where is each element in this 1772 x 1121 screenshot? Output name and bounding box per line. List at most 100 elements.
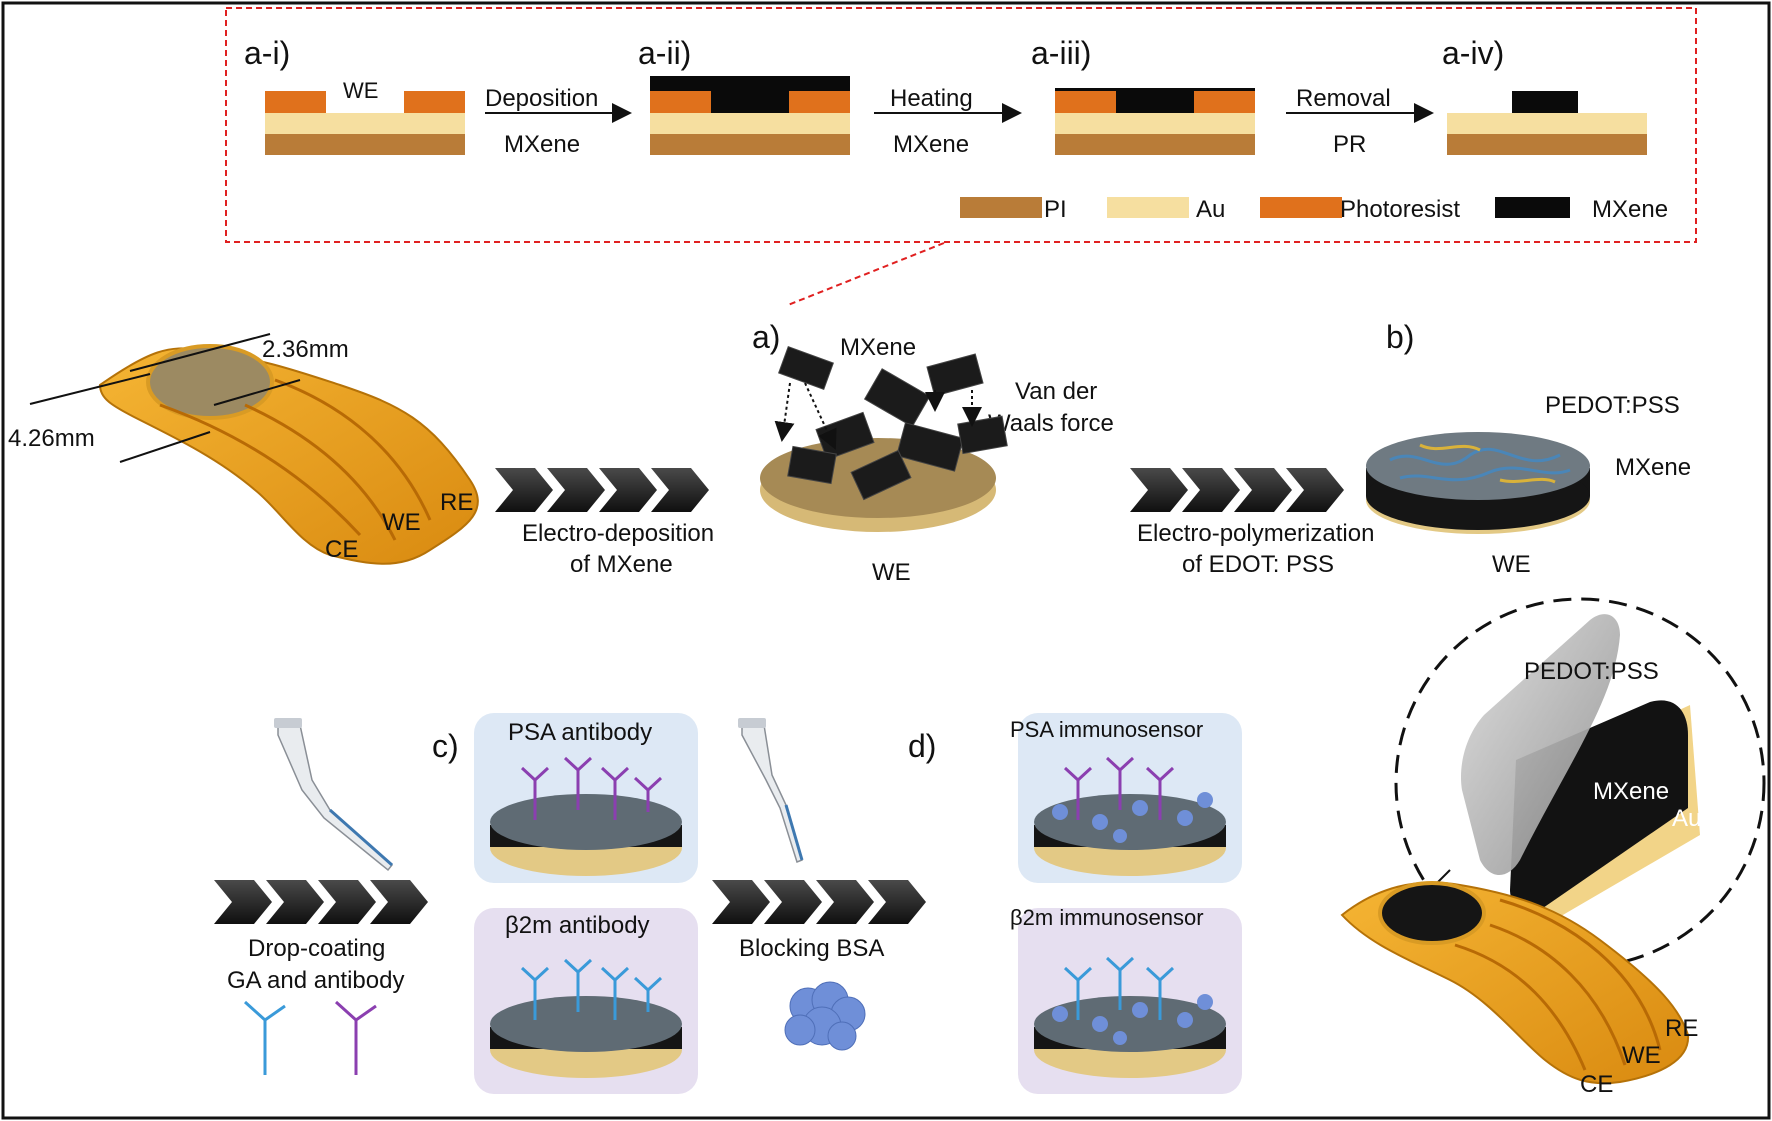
layer-au [650,113,850,134]
panel-a-mxene-label: MXene [840,334,916,361]
panel-b: b) PEDOT:PSS MXene WE [1366,319,1691,578]
layer-pi [1055,134,1255,155]
bsa-dots-top [1052,792,1213,843]
mxene-flakes [778,345,1008,501]
panel-d-bottom-label: β2m immunosensor [1010,905,1204,930]
panel-a: a) MXene Van der Waals force WE [752,319,1114,586]
chevron-arrow-4 [712,880,926,924]
panel-a-we-label: WE [872,559,911,586]
working-electrode-disc [146,344,274,420]
b2m-antibodies-d [1063,956,1175,1020]
step1-line2: of MXene [570,551,673,578]
layer-photoresist-left [265,91,326,113]
label-re: RE [440,489,473,516]
panel-b-we-label: WE [1492,551,1531,578]
chevron-arrow-2 [1130,468,1344,512]
we-opening-label: WE [343,78,378,103]
label-we: WE [382,509,421,536]
arrow-heating: Heating MXene [874,85,1022,158]
panel-b-disc-top [1366,432,1590,500]
arrow-removal: Removal PR [1286,85,1434,158]
legend-swatch-mxene [1495,197,1570,218]
layer-au [1055,113,1255,134]
arrow-deposition-bottom: MXene [504,131,580,158]
legend-swatch-au [1107,197,1189,218]
pedot-fibers [1389,443,1571,484]
device2-mxene-disc [1378,881,1486,945]
panel-d: d) PSA immunosensor β2m immunosensor [908,713,1242,1094]
layer-pi [650,134,850,155]
trace-inner [274,378,432,521]
step-label-a-iii: a-iii) [1031,35,1091,71]
stack-a-i: WE [265,78,465,155]
device2-ce-label: CE [1580,1071,1613,1098]
zoom-mxene-label: MXene [1593,778,1669,805]
layer-pi [265,134,465,155]
arrow-deposition: Deposition MXene [485,85,632,158]
panel-c-top-label: PSA antibody [508,719,652,746]
step-label-a-ii: a-ii) [638,35,691,71]
legend-label-photoresist: Photoresist [1340,196,1460,223]
stack-a-ii [650,76,850,155]
panel-c-label: c) [432,728,459,764]
stack-a-iv [1447,91,1647,155]
layer-photoresist-left [1055,91,1116,113]
electrode-strip: 2.36mm 4.26mm CE WE RE [8,333,479,565]
antibody-icon-psa [334,1000,377,1075]
zoom-au-label: Au [1672,805,1701,832]
legend: PI Au Photoresist MXene [960,196,1668,223]
step2-line1: Electro-polymerization [1137,520,1374,547]
trace-mid [244,403,397,541]
panel-c-bottom-label: β2m antibody [505,912,650,939]
legend-swatch-pi [960,197,1042,218]
dimension-label-b: 4.26mm [8,425,95,452]
panel-a-force-line2: Waals force [988,410,1114,437]
step3-line1: Drop-coating [248,935,385,962]
panel-b-mxene-label: MXene [1615,454,1691,481]
panel-b-pedot-label: PEDOT:PSS [1545,392,1680,419]
arrow-removal-bottom: PR [1333,131,1366,158]
dimension-line-right [213,379,301,406]
legend-swatch-photoresist [1260,197,1342,218]
arrow-deposition-top: Deposition [485,85,598,112]
pipette-icon [274,718,394,872]
legend-label-mxene: MXene [1592,196,1668,223]
panel-c: c) PSA antibody β2m antibody [432,713,698,1094]
chevron-arrow-1 [495,468,709,512]
layer-pi [1447,134,1647,155]
step-label-a-i: a-i) [244,35,290,71]
legend-label-pi: PI [1044,196,1067,223]
stack-a-iii [1055,88,1255,155]
dimension-line-top [129,333,271,372]
layer-mxene-center [1116,91,1194,113]
psa-antibodies [520,756,663,820]
panel-d-label: d) [908,728,936,764]
arrow-removal-top: Removal [1296,85,1391,112]
b2m-antibodies [520,958,663,1020]
dimension-line-bottom [119,431,211,463]
arrow-heating-top: Heating [890,85,973,112]
layer-photoresist-right [789,91,850,113]
step4-line1: Blocking BSA [739,935,884,962]
step2-line2: of EDOT: PSS [1182,551,1334,578]
legend-label-au: Au [1196,196,1225,223]
layer-photoresist-right [1194,91,1255,113]
layer-mxene-patch [1512,91,1578,113]
dimension-label-a: 2.36mm [262,336,349,363]
panel-a-label: a) [752,319,780,355]
pipette-icon-2 [738,718,804,863]
layer-mxene-center [711,91,789,113]
zoom-pedot-label: PEDOT:PSS [1524,658,1659,685]
layer-photoresist-right [404,91,465,113]
panel-a-force-line1: Van der [1015,378,1097,405]
zoom-connector-line [787,242,945,306]
step1-line1: Electro-deposition [522,520,714,547]
step-label-a-iv: a-iv) [1442,35,1504,71]
layer-au [265,113,465,134]
layer-mxene-thin [1055,88,1255,91]
pedot-sheet [1460,614,1620,875]
layer-au [1447,113,1647,134]
process-inset: a-i) a-ii) a-iii) a-iv) WE Deposition MX… [225,7,1697,306]
